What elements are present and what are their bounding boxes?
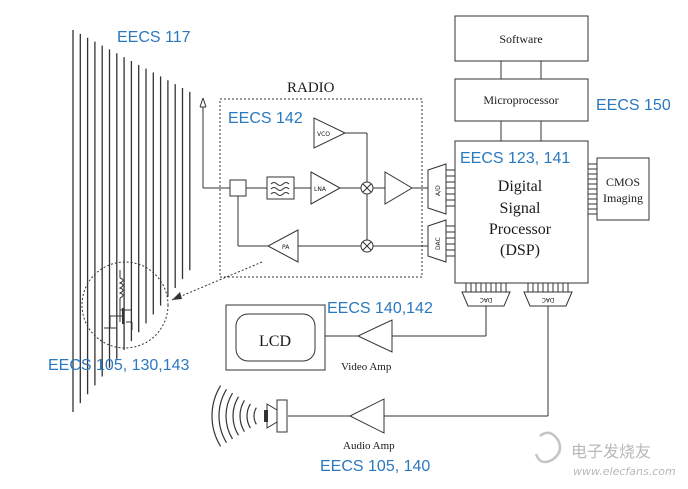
lna-amp: LNA	[310, 171, 342, 205]
svg-text:LNA: LNA	[314, 186, 327, 193]
adc-block: A/D	[427, 163, 447, 215]
dsp-line1: Digital	[498, 178, 543, 195]
software-box	[454, 15, 589, 62]
switch-box	[229, 179, 247, 197]
sound-wave-arc	[253, 407, 257, 425]
svg-text:A/D: A/D	[435, 185, 442, 196]
speaker-icon	[264, 399, 288, 433]
cmos-pins	[588, 163, 597, 215]
software-label: Software	[499, 32, 542, 46]
dac-block: DAC	[427, 219, 447, 263]
label-eecs105-140: EECS 105, 140	[320, 458, 430, 475]
label-eecs150: EECS 150	[596, 97, 671, 114]
sound-wave-arc	[211, 385, 222, 447]
mixer-tx	[360, 239, 374, 253]
svg-text:DAC: DAC	[435, 237, 442, 250]
dsp-line4: (DSP)	[500, 242, 540, 259]
label-eecs117: EECS 117	[117, 29, 191, 46]
lcd-display: LCD	[225, 304, 326, 371]
sound-wave-arc	[239, 400, 245, 432]
antenna	[199, 97, 230, 189]
radio-box	[219, 98, 423, 278]
transistor-detail	[81, 261, 169, 349]
microprocessor-label: Microprocessor	[483, 93, 558, 107]
audio-amp-label: Audio Amp	[343, 440, 395, 452]
pa-amp: PA	[266, 229, 299, 263]
label-eecs123-141: EECS 123, 141	[460, 150, 570, 167]
watermark-logo: 电子发烧友 www.elecfans.com	[534, 431, 676, 478]
output-dac-pins	[465, 283, 569, 292]
sound-wave-arc	[232, 396, 239, 436]
svg-text:www.elecfans.com: www.elecfans.com	[573, 465, 676, 478]
adc-pins	[446, 169, 455, 257]
svg-text:VCO: VCO	[317, 131, 330, 138]
mixer-rx	[360, 181, 374, 195]
audio-dac: DAC	[523, 291, 573, 307]
svg-text:PA: PA	[282, 244, 290, 251]
video-amp-label: Video Amp	[341, 361, 392, 373]
dsp-line2: Signal	[500, 200, 541, 217]
label-eecs105-130-143: EECS 105, 130,143	[48, 357, 190, 374]
svg-text:LCD: LCD	[259, 333, 291, 350]
radio-label: RADIO	[287, 80, 335, 96]
svg-text:DAC: DAC	[542, 296, 555, 303]
label-eecs142: EECS 142	[228, 110, 303, 127]
cmos-box	[596, 157, 650, 221]
detail-arrow	[171, 261, 263, 301]
svg-text:电子发烧友: 电子发烧友	[571, 442, 651, 461]
microprocessor-box	[454, 78, 589, 122]
sound-waves	[211, 385, 257, 447]
sound-wave-arc	[218, 389, 228, 443]
cmos-line1: CMOS	[606, 175, 640, 189]
sound-wave-arc	[246, 403, 251, 429]
filter-waves-icon	[270, 182, 290, 196]
em-wave-lines	[72, 30, 191, 412]
video-amp	[356, 319, 393, 353]
vco-amp: VCO	[313, 117, 347, 149]
label-eecs140-142: EECS 140,142	[327, 300, 433, 317]
dsp-box	[454, 140, 589, 284]
sound-wave-arc	[225, 392, 234, 440]
dsp-line3: Processor	[489, 221, 552, 238]
cmos-line2: Imaging	[603, 191, 643, 205]
if-amp	[384, 171, 413, 205]
svg-text:DAC: DAC	[480, 296, 493, 303]
video-dac: DAC	[461, 291, 511, 307]
audio-amp	[348, 398, 385, 434]
